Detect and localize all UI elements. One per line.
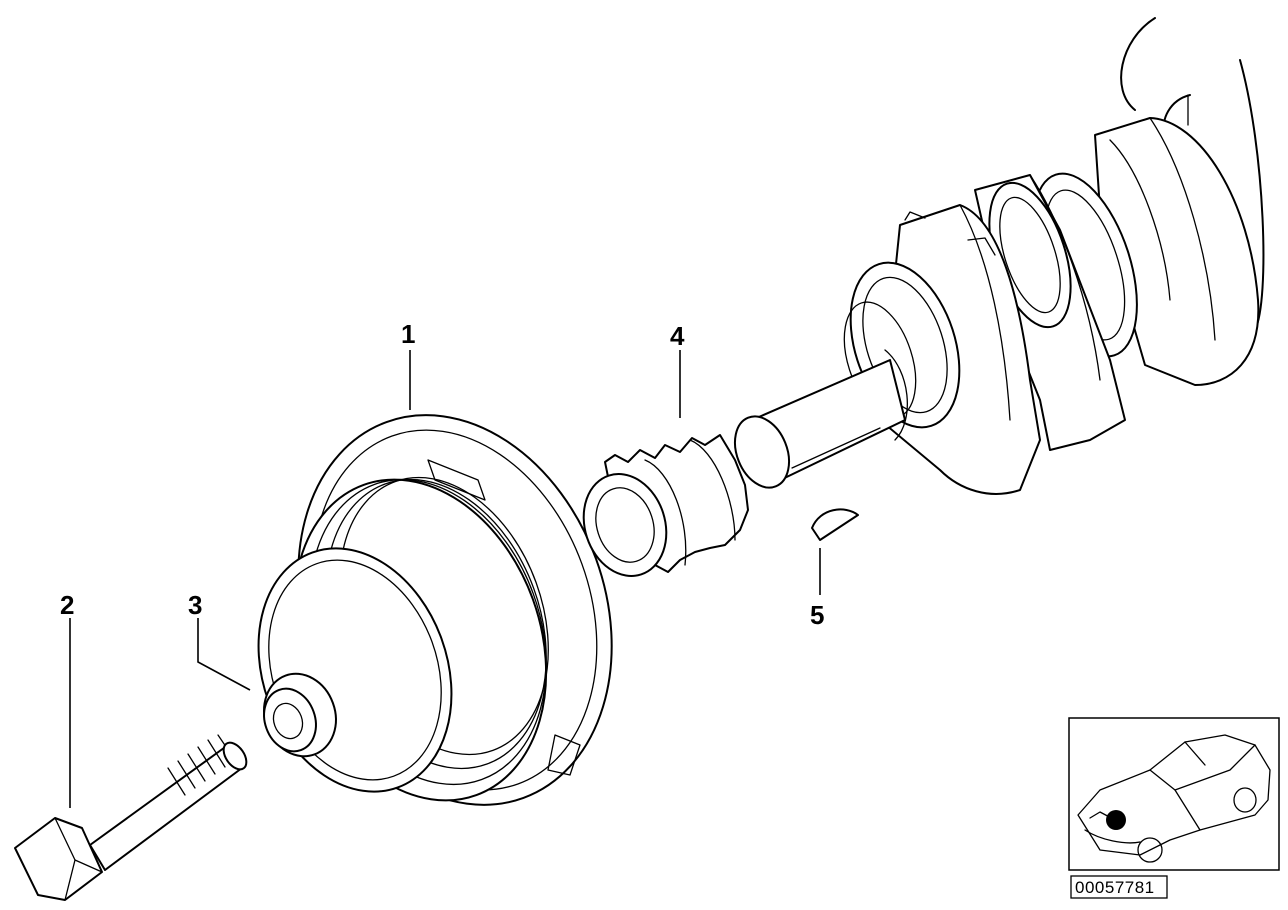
vibration-damper-pulley-icon [257,414,613,806]
callout-3: 3 [188,590,202,620]
sprocket-icon [582,434,749,577]
bolt-icon [14,734,248,901]
car-location-inset-icon [1068,717,1280,871]
woodruff-key-icon [811,508,859,541]
callout-2: 2 [60,590,74,620]
crankshaft-icon [733,17,1265,495]
callout-1: 1 [401,319,415,349]
callout-4: 4 [670,321,685,351]
washer-icon [263,672,337,758]
callout-5: 5 [810,600,824,630]
reference-number: 00057781 [1075,878,1155,897]
leader-lines [69,350,821,808]
reference-number-box: 00057781 [1070,875,1168,899]
